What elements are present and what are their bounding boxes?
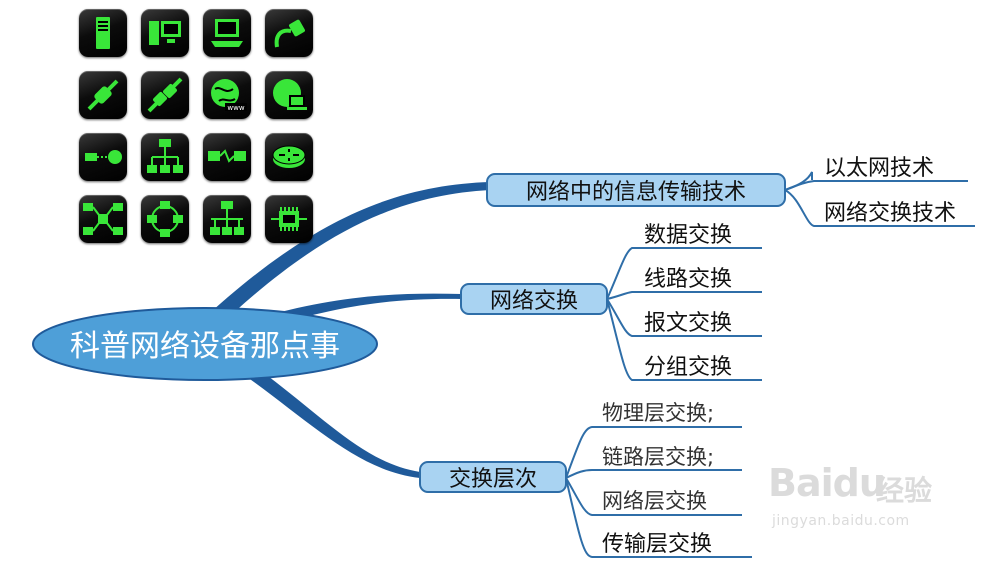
globe-laptop-icon [265,71,313,119]
root-node-label: 科普网络设备那点事 [70,329,340,364]
svg-text:www: www [227,104,244,112]
router-icon [265,133,313,181]
leaf-b2-3[interactable]: 报文交换 [644,311,732,336]
branch-node-3-shape [419,461,567,493]
network-hierarchy-icon [141,133,189,181]
baidu-jingyan-watermark: Baidu 经验 jingyan.baidu.com [748,451,948,541]
root-to-branch-3 [215,346,420,478]
branch-node-2[interactable]: 网络交换 [460,283,608,315]
leaf-b3-3[interactable]: 网络层交换 [602,489,707,513]
leaf-underline-b2-4 [606,298,762,381]
leaf-underline-b1-2 [784,189,975,227]
leaf-underline-b3-1 [565,426,742,479]
laptop-icon [203,9,251,57]
leaf-b2-2[interactable]: 线路交换 [644,267,732,292]
root-node-shape [32,307,378,381]
leaf-underline-b3-2 [565,469,742,479]
branch-node-2-shape [460,283,608,315]
leaf-b3-2[interactable]: 链路层交换; [602,445,714,469]
sub-connector-b1 [784,171,813,191]
leaf-b1-1[interactable]: 以太网技术 [824,156,934,181]
server-tower-icon [79,9,127,57]
ring-network-icon [141,195,189,243]
leaf-b3-4[interactable]: 传输层交换 [602,532,712,557]
star-network-icon [79,195,127,243]
leaf-underline-b2-3 [606,298,762,337]
branch-node-3[interactable]: 交换层次 [419,461,567,493]
leaf-underline-b3-4 [565,477,752,558]
plug-connector-icon [79,71,127,119]
unplug-connector-icon [141,71,189,119]
leaf-b2-1[interactable]: 数据交换 [644,223,732,248]
pc-to-pc-icon [203,133,251,181]
leaf-b3-1[interactable]: 物理层交换; [602,401,714,425]
leaf-underline-b2-2 [606,291,762,300]
leaf-b2-4[interactable]: 分组交换 [644,355,732,380]
root-node[interactable]: 科普网络设备那点事 [32,307,378,381]
desktop-pc-icon [141,9,189,57]
watermark-url: jingyan.baidu.com [772,513,910,529]
branch-node-1-label: 网络中的信息传输技术 [526,180,746,205]
watermark-brand: Baidu [768,461,886,505]
bus-network-icon [203,195,251,243]
network-cable-icon [265,9,313,57]
watermark-brand-suffix: 经验 [876,474,933,507]
leaf-underline-b3-3 [565,477,742,516]
globe-www-icon: www [203,71,251,119]
leaf-underline-b2-1 [606,247,762,300]
network-icon-grid: www [79,9,319,243]
branch-node-2-label: 网络交换 [490,289,578,314]
leaf-underline-b1-1 [784,180,968,191]
leaf-b1-2[interactable]: 网络交换技术 [824,201,956,226]
branch-node-3-label: 交换层次 [449,467,537,492]
network-chip-icon [265,195,313,243]
pc-to-globe-icon [79,133,127,181]
branch-node-1-shape [486,173,786,207]
branch-node-1[interactable]: 网络中的信息传输技术 [486,173,786,207]
